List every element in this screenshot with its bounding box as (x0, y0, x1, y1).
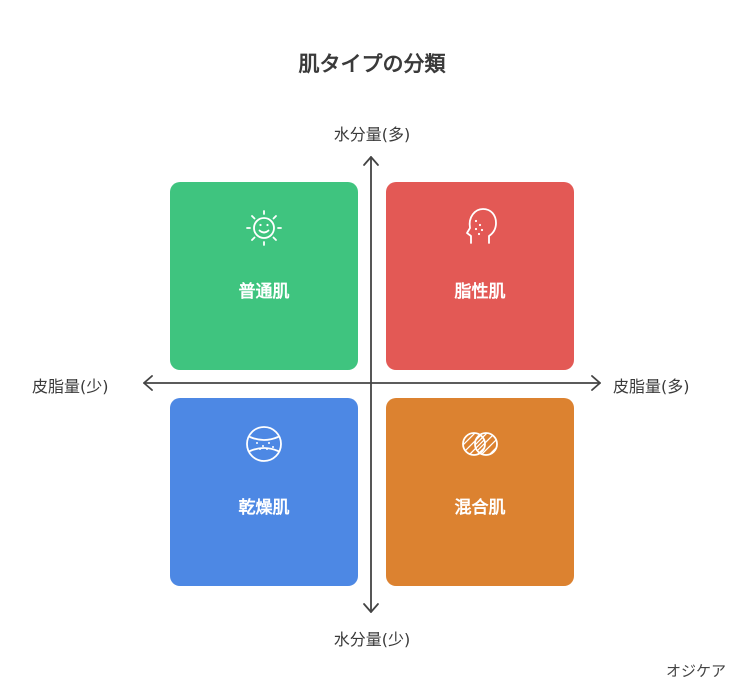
smiling-sun-icon (246, 210, 282, 246)
brand-watermark: オジケア (665, 662, 726, 680)
arrow-right-icon (591, 375, 601, 391)
diagram-title: 肌タイプの分類 (298, 52, 446, 76)
axis-label-right: 皮脂量(多) (613, 377, 690, 396)
quadrant-label: 普通肌 (238, 282, 290, 302)
quadrant-combination-skin: 混合肌 (386, 398, 574, 586)
quadrant-label: 混合肌 (454, 498, 506, 518)
quadrant-normal-skin: 普通肌 (170, 182, 358, 370)
quadrant-label: 脂性肌 (454, 282, 506, 302)
dry-skin-circle-icon (246, 426, 282, 462)
quadrant-oily-skin: 脂性肌 (386, 182, 574, 370)
quadrant-dry-skin: 乾燥肌 (170, 398, 358, 586)
quadrant-label: 乾燥肌 (238, 498, 290, 518)
arrow-down-icon (363, 603, 379, 613)
arrow-left-icon (143, 375, 153, 391)
axis-label-left: 皮脂量(少) (32, 377, 109, 396)
axis-label-bottom: 水分量(少) (333, 630, 411, 649)
overlapping-circles-icon (462, 432, 498, 456)
axis-label-top: 水分量(多) (333, 125, 411, 144)
arrow-up-icon (363, 156, 379, 166)
face-profile-icon (466, 208, 497, 244)
